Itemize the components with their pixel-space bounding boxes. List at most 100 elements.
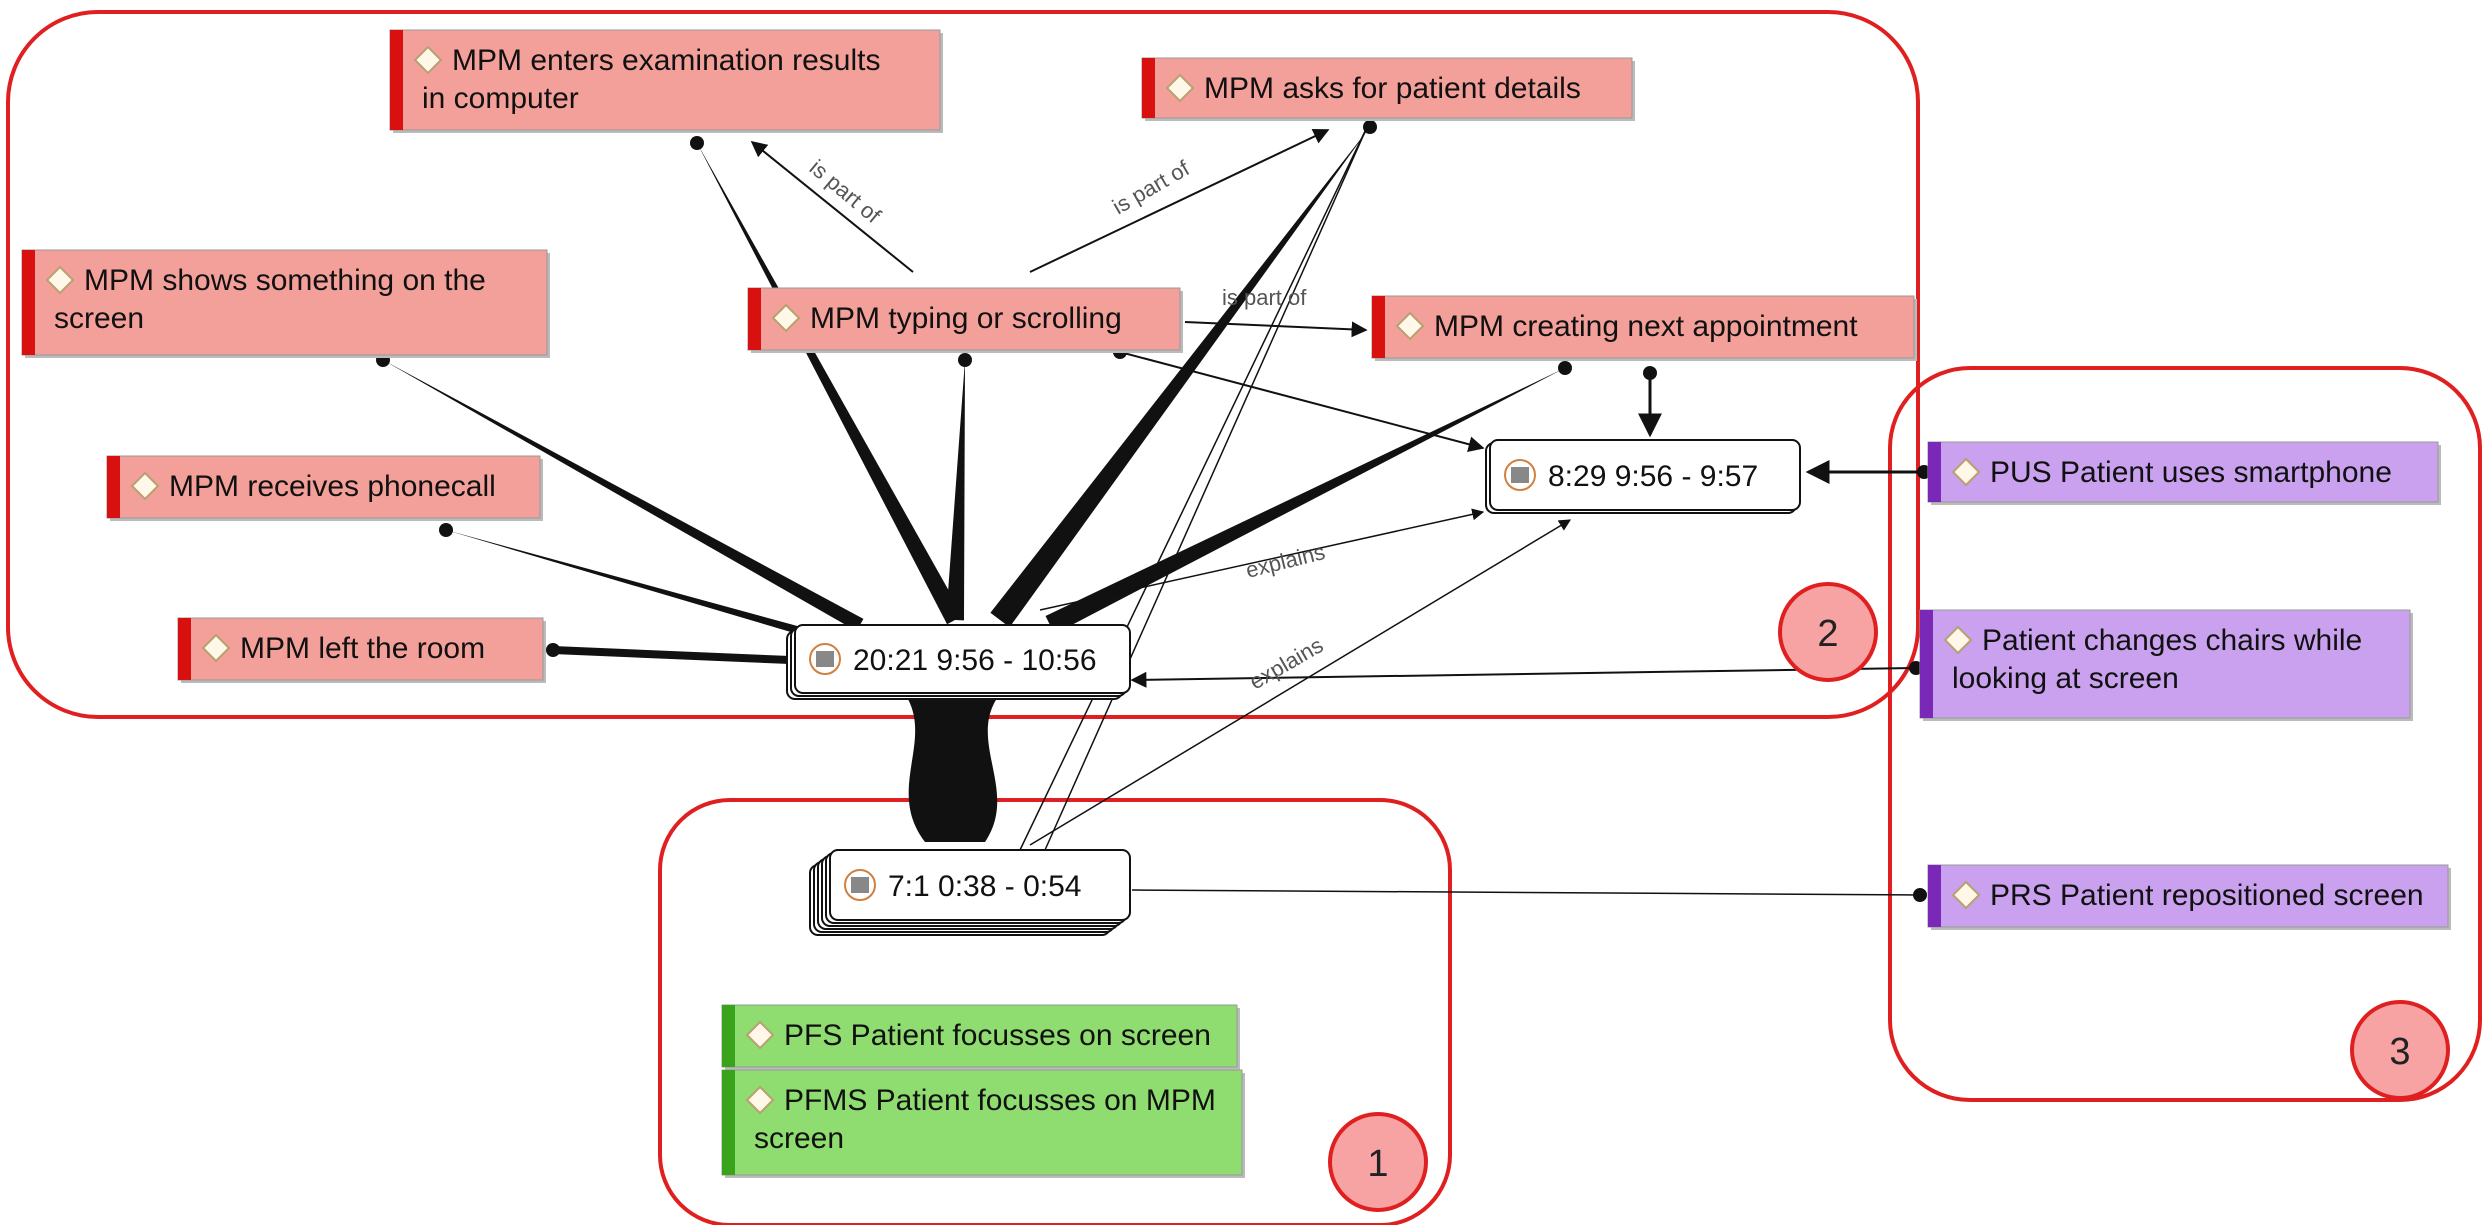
- code-node-body: [1927, 441, 2439, 503]
- edge-anchor-dot: [1363, 120, 1377, 134]
- code-node-prs[interactable]: PRS Patient repositioned screen: [1927, 864, 2451, 930]
- code-node-color-bar: [390, 30, 403, 130]
- diamond-icon: [201, 633, 231, 663]
- edge-typing-to-quote-2: [1119, 351, 1485, 453]
- code-node-color-bar: [722, 1070, 735, 1175]
- quotation-node-q1[interactable]: 20:21 9:56 - 10:56: [786, 624, 1131, 700]
- zone-badge-3: 3: [2350, 1000, 2450, 1100]
- zone-badge-1: 1: [1328, 1112, 1428, 1212]
- code-node-pfms[interactable]: PFMS Patient focusses on MPM screen: [721, 1069, 1245, 1178]
- diamond-icon: [45, 265, 75, 295]
- edge-is-part-of: [1184, 321, 1368, 338]
- edge-is-part-of: [1029, 128, 1330, 273]
- edge-anchor-dot: [546, 643, 560, 657]
- code-node-asks-details[interactable]: MPM asks for patient details: [1141, 57, 1635, 121]
- code-node-color-bar: [1928, 442, 1941, 502]
- document-icon: [1504, 459, 1536, 491]
- code-label: PRS Patient repositioned screen: [1990, 879, 2424, 912]
- zone-number: 2: [1817, 613, 1838, 655]
- code-node-body: [1371, 295, 1915, 359]
- diamond-icon: [130, 471, 160, 501]
- code-label: Patient changes chairs while: [1982, 624, 2362, 657]
- edge-changes-chairs-to-quote: [1130, 667, 1917, 688]
- code-node-color-bar: [1372, 296, 1385, 358]
- edge-explains: [1039, 508, 1485, 611]
- code-node-body: [1919, 609, 2411, 719]
- quotation-label: 20:21 9:56 - 10:56: [853, 644, 1097, 677]
- code-label: screen: [54, 302, 144, 335]
- diamond-icon: [745, 1020, 775, 1050]
- quotation-node-frame: [829, 849, 1131, 921]
- quotation-node-q3[interactable]: 7:1 0:38 - 0:54: [809, 849, 1131, 936]
- code-label: screen: [754, 1122, 844, 1155]
- zone-badge-2: 2: [1778, 582, 1878, 682]
- edge-typing-to-quote: [946, 360, 965, 621]
- code-label: MPM typing or scrolling: [810, 302, 1122, 335]
- code-node-color-bar: [178, 618, 191, 680]
- edge-is-part-of: [750, 140, 914, 273]
- code-node-body: [389, 29, 941, 131]
- code-node-body: [1141, 57, 1633, 119]
- code-node-body: [177, 617, 544, 681]
- edge-prs-to-quote-3: [1131, 889, 1921, 896]
- quotation-node-frame: [1489, 439, 1801, 511]
- edge-anchor-dot: [690, 136, 704, 150]
- code-node-phonecall[interactable]: MPM receives phonecall: [106, 455, 543, 521]
- code-node-next-appointment[interactable]: MPM creating next appointment: [1371, 295, 1917, 361]
- code-label: MPM enters examination results: [452, 44, 881, 77]
- code-node-body: [747, 287, 1181, 351]
- code-node-body: [721, 1004, 1238, 1068]
- code-label: MPM left the room: [240, 632, 485, 665]
- code-node-typing[interactable]: MPM typing or scrolling: [747, 287, 1183, 353]
- zone-outline-patient-actions: [1888, 366, 2482, 1102]
- edge-anchor-dot: [1913, 888, 1927, 902]
- code-label: MPM receives phonecall: [169, 470, 496, 503]
- edge-shows-screen-to-quote: [383, 360, 864, 632]
- code-node-body: [106, 455, 541, 519]
- zone-number: 1: [1367, 1143, 1388, 1185]
- code-node-pfs[interactable]: PFS Patient focusses on screen: [721, 1004, 1240, 1070]
- edge-asks-details-to-quote: [990, 127, 1370, 628]
- relation-label-is-part-of: is part of: [1108, 155, 1194, 219]
- edge-anchor-dot: [439, 523, 453, 537]
- code-label: MPM asks for patient details: [1204, 72, 1581, 105]
- edge-anchor-dot: [1558, 361, 1572, 375]
- zone-number: 3: [2389, 1031, 2410, 1073]
- diamond-icon: [1395, 311, 1425, 341]
- code-node-body: [21, 249, 548, 356]
- code-label: PUS Patient uses smartphone: [1990, 456, 2392, 489]
- diamond-icon: [413, 45, 443, 75]
- code-node-color-bar: [748, 288, 761, 350]
- edge-phonecall-to-quote: [446, 530, 817, 639]
- code-node-pus[interactable]: PUS Patient uses smartphone: [1927, 441, 2441, 505]
- code-node-color-bar: [1142, 58, 1155, 118]
- diamond-icon: [1951, 457, 1981, 487]
- edge-bundle-quote-to-quote: [905, 694, 1000, 842]
- edge-anchor-dot: [958, 353, 972, 367]
- quotation-label: 8:29 9:56 - 9:57: [1548, 460, 1758, 493]
- code-node-color-bar: [1928, 865, 1941, 927]
- quotation-label: 7:1 0:38 - 0:54: [888, 870, 1081, 903]
- code-label: PFMS Patient focusses on MPM: [784, 1084, 1216, 1117]
- diamond-icon: [745, 1085, 775, 1115]
- diamond-icon: [1951, 880, 1981, 910]
- code-node-color-bar: [1920, 610, 1933, 718]
- code-node-left-room[interactable]: MPM left the room: [177, 617, 546, 683]
- edges-layer: [376, 120, 1931, 902]
- document-icon: [809, 643, 841, 675]
- edge-left-room-to-quote: [552, 646, 791, 664]
- quotation-node-q2[interactable]: 8:29 9:56 - 9:57: [1485, 439, 1801, 514]
- document-icon: [844, 869, 876, 901]
- code-node-color-bar: [722, 1005, 735, 1067]
- code-label: PFS Patient focusses on screen: [784, 1019, 1211, 1052]
- code-node-color-bar: [22, 250, 35, 355]
- code-node-color-bar: [107, 456, 120, 518]
- quotation-node-frame: [794, 624, 1131, 694]
- relation-label-explains: explains: [1243, 539, 1327, 583]
- code-label: MPM creating next appointment: [1434, 310, 1858, 343]
